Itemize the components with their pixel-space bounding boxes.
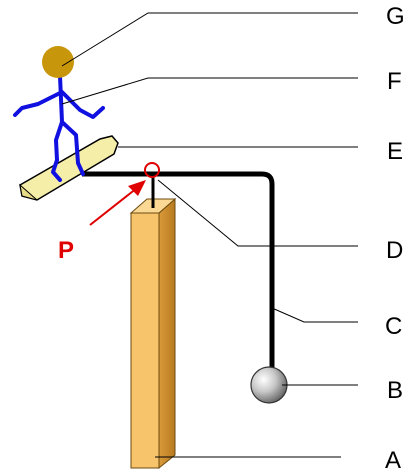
label-d: D <box>386 237 403 264</box>
label-a: A <box>385 447 401 474</box>
leader-line-f <box>61 77 358 105</box>
balancing-rod <box>82 171 275 368</box>
label-e: E <box>387 138 403 165</box>
pivot-arrow <box>89 187 138 226</box>
leader-lines <box>61 12 358 458</box>
leader-line-g <box>61 12 358 67</box>
skateboard <box>19 135 119 201</box>
pivot-label: P <box>58 237 74 264</box>
leader-line-c <box>271 307 358 323</box>
pivot-marker <box>144 162 160 178</box>
label-g: G <box>386 3 405 30</box>
pivot-arrowhead <box>128 180 146 196</box>
label-c: C <box>385 313 402 340</box>
label-b: B <box>387 377 403 404</box>
counterweight-ball <box>250 366 288 404</box>
leader-line-d <box>157 179 358 247</box>
stick-figure <box>13 74 105 182</box>
pillar <box>129 197 177 470</box>
label-f: F <box>387 68 402 95</box>
stick-figure-head <box>42 46 74 78</box>
